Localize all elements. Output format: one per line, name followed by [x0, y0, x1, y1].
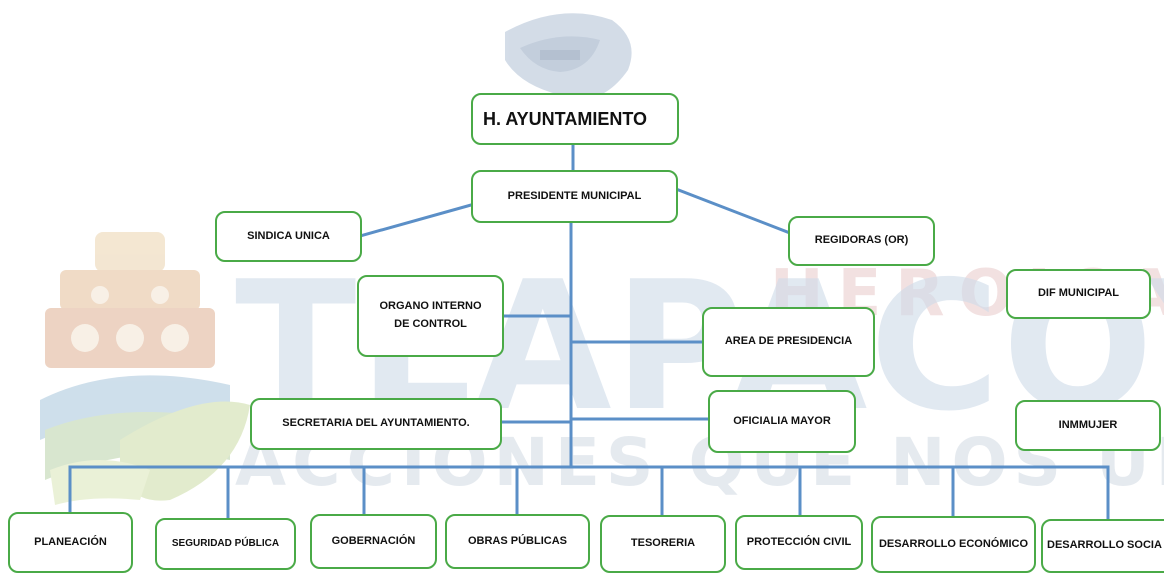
- box-obras-publicas: OBRAS PÚBLICAS: [445, 514, 590, 569]
- box-regidoras: REGIDORAS (OR): [788, 216, 935, 266]
- box-inmmujer: INMMUJER: [1015, 400, 1161, 451]
- box-tesoreria: TESORERIA: [600, 515, 726, 573]
- box-ayuntamiento: H. AYUNTAMIENTO: [471, 93, 679, 145]
- box-desarrollo-social: DESARROLLO SOCIA: [1041, 519, 1164, 573]
- box-presidente-municipal: PRESIDENTE MUNICIPAL: [471, 170, 678, 223]
- box-sindica-unica: SINDICA UNICA: [215, 211, 362, 262]
- box-area-presidencia: AREA DE PRESIDENCIA: [702, 307, 875, 377]
- box-gobernacion: GOBERNACIÓN: [310, 514, 437, 569]
- box-seguridad-publica: SEGURIDAD PÚBLICA: [155, 518, 296, 570]
- box-planeacion: PLANEACIÓN: [8, 512, 133, 573]
- box-organo-interno: ORGANO INTERNO DE CONTROL: [357, 275, 504, 357]
- box-secretaria: SECRETARIA DEL AYUNTAMIENTO.: [250, 398, 502, 450]
- box-oficialia-mayor: OFICIALIA MAYOR: [708, 390, 856, 453]
- box-proteccion-civil: PROTECCIÓN CIVIL: [735, 515, 863, 570]
- box-dif-municipal: DIF MUNICIPAL: [1006, 269, 1151, 319]
- box-desarrollo-economico: DESARROLLO ECONÓMICO: [871, 516, 1036, 573]
